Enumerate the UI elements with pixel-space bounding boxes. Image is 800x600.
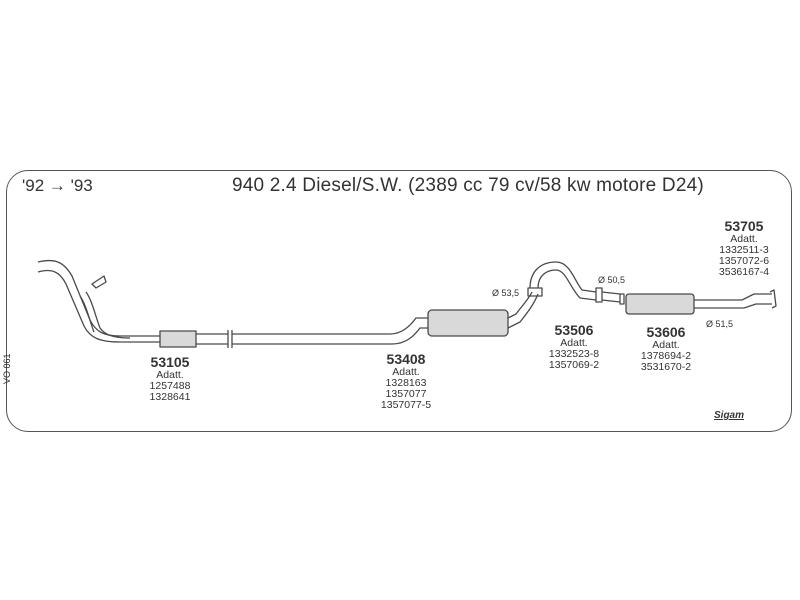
diameter-label-3: Ø 51,5 xyxy=(706,319,734,329)
part-code: 53506 xyxy=(554,322,594,338)
part-ref: 1332523-8 xyxy=(548,348,600,360)
part-ref: 1378694-2 xyxy=(640,350,692,362)
part-53506: 53506 Adatt. 1332523-8 1357069-2 xyxy=(532,322,616,371)
part-ref: 1328641 xyxy=(149,391,191,403)
part-53105: 53105 Adatt. 1257488 1328641 xyxy=(130,354,210,403)
part-code: 53606 xyxy=(646,324,686,340)
part-ref: 1332511-3 xyxy=(719,244,769,256)
front-pipe-53105 xyxy=(37,259,233,348)
part-code: 53705 xyxy=(724,218,764,234)
part-label: Adatt. xyxy=(392,366,420,378)
tail-pipe-53705 xyxy=(694,289,777,309)
vehicle-title: 940 2.4 Diesel/S.W. (2389 cc 79 cv/58 kw… xyxy=(232,175,704,196)
side-code: VO 061 xyxy=(2,353,12,384)
diagram-frame xyxy=(6,170,792,432)
part-label: Adatt. xyxy=(156,369,184,381)
part-53705: 53705 Adatt. 1332511-3 1357072-6 3536167… xyxy=(700,218,788,278)
part-label: Adatt. xyxy=(730,233,758,245)
part-label: Adatt. xyxy=(652,339,680,351)
brand-logo: Sigam xyxy=(714,410,745,421)
part-code: 53105 xyxy=(150,354,190,370)
part-ref: 1357072-6 xyxy=(718,255,770,267)
diameter-label-2: Ø 50,5 xyxy=(598,275,626,285)
part-ref: 1357077 xyxy=(385,388,427,400)
part-label: Adatt. xyxy=(560,337,588,349)
part-53408: 53408 Adatt. 1328163 1357077 1357077-5 xyxy=(366,351,446,411)
part-code: 53408 xyxy=(386,351,426,367)
rear-muffler-53606 xyxy=(601,291,695,315)
axle-pipe-53506 xyxy=(529,261,603,303)
diameter-label-1: Ø 53,5 xyxy=(492,288,520,298)
part-ref: 1328163 xyxy=(385,377,427,389)
part-ref: 1357077-5 xyxy=(380,399,432,411)
part-ref: 1257488 xyxy=(149,380,191,392)
year-range: '92 → '93 xyxy=(22,176,93,195)
mid-pipe-53408 xyxy=(232,287,543,345)
part-ref: 1357069-2 xyxy=(548,359,600,371)
part-ref: 3536167-4 xyxy=(718,266,770,278)
part-53606: 53606 Adatt. 1378694-2 3531670-2 xyxy=(624,324,708,373)
part-ref: 3531670-2 xyxy=(640,361,692,373)
